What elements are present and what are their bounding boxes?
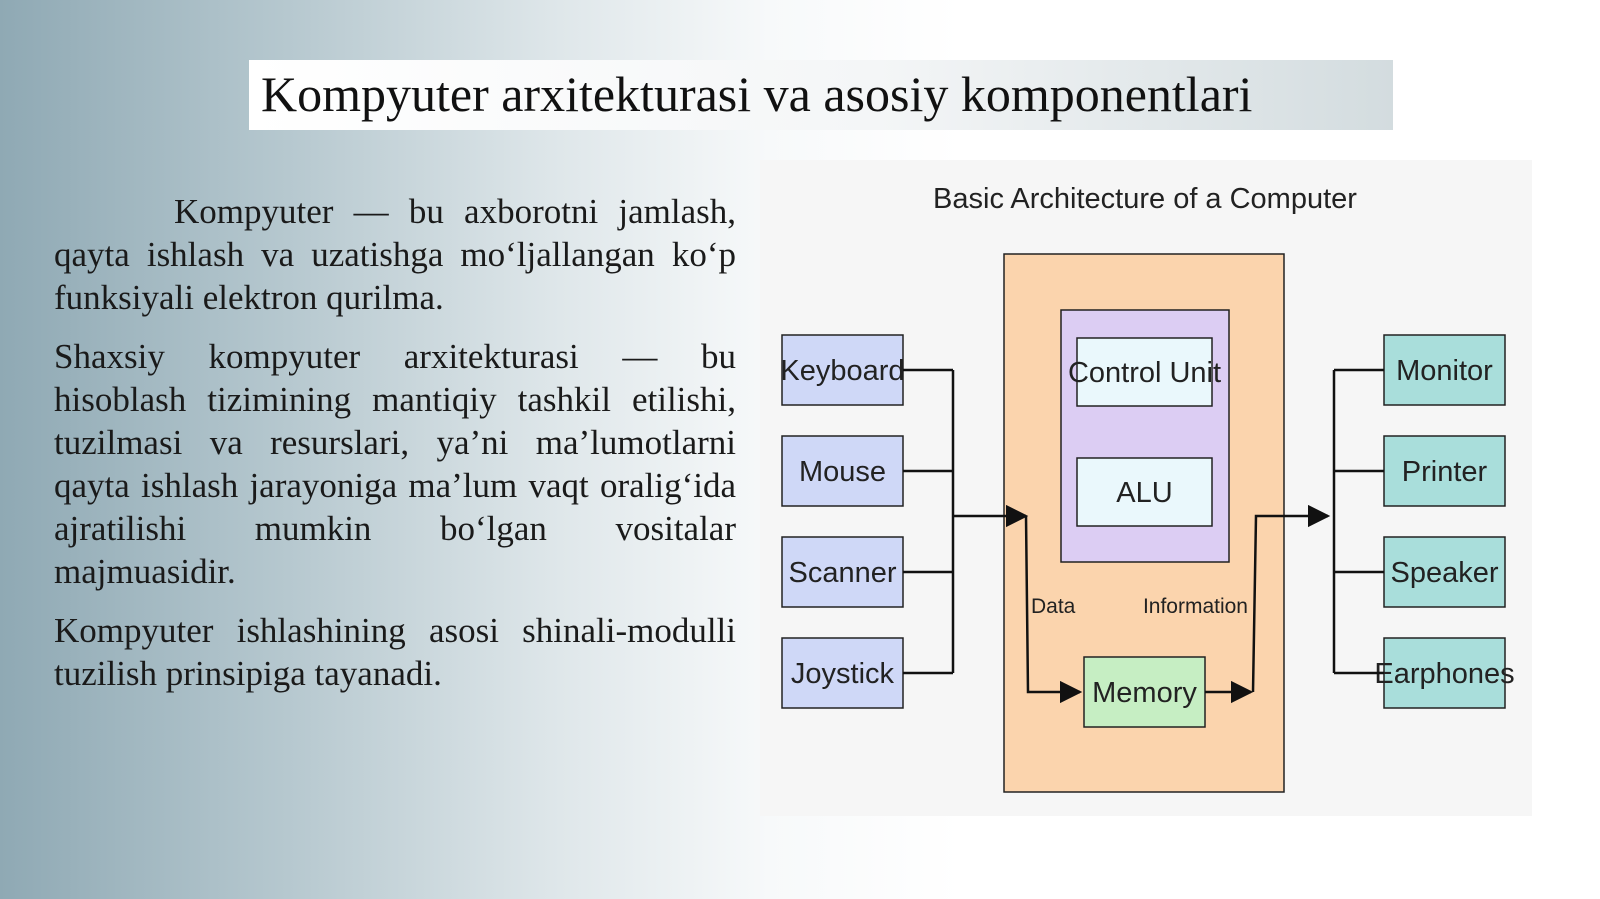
- diagram-title: Basic Architecture of a Computer: [933, 183, 1357, 215]
- input-label: Scanner: [788, 557, 896, 589]
- output-connectors: [1205, 368, 1384, 704]
- output-label: Earphones: [1374, 658, 1514, 690]
- architecture-diagram: Basic Architecture of a Computer Control…: [760, 160, 1532, 816]
- output-label: Speaker: [1390, 557, 1498, 589]
- input-label: Keyboard: [780, 355, 904, 387]
- output-label: Monitor: [1396, 355, 1493, 387]
- input-connectors: [903, 368, 1083, 704]
- paragraph-principle: Kompyuter ishlashining asosi shinali-mod…: [54, 611, 736, 693]
- slide-title: Kompyuter arxitekturasi va asosiy kompon…: [261, 66, 1253, 122]
- memory-label: Memory: [1092, 677, 1197, 709]
- edge-label-information: Information: [1143, 595, 1248, 618]
- paragraph-architecture: Shaxsiy kompyuter arxitekturasi — bu his…: [54, 337, 736, 591]
- output-earphones-node: Earphones: [1374, 637, 1515, 709]
- title-box: Kompyuter arxitekturasi va asosiy kompon…: [249, 60, 1393, 130]
- text-column: Kompyuter — bu axborotni jamlash, qayta …: [54, 190, 736, 711]
- memory-node: Memory: [1083, 656, 1206, 728]
- output-printer-node: Printer: [1383, 435, 1506, 507]
- diagram-canvas: Basic Architecture of a Computer Control…: [780, 183, 1515, 793]
- output-monitor-node: Monitor: [1383, 334, 1506, 406]
- control-unit-label: Control Unit: [1068, 357, 1221, 389]
- input-mouse-node: Mouse: [781, 435, 904, 507]
- alu-label: ALU: [1116, 477, 1172, 509]
- output-speaker-node: Speaker: [1383, 536, 1506, 608]
- input-keyboard-node: Keyboard: [780, 334, 905, 406]
- control-unit-node: Control Unit: [1068, 337, 1221, 407]
- output-label: Printer: [1402, 456, 1488, 488]
- input-scanner-node: Scanner: [781, 536, 904, 608]
- alu-node: ALU: [1076, 457, 1213, 527]
- edge-label-data: Data: [1031, 595, 1076, 618]
- input-label: Mouse: [799, 456, 886, 488]
- input-joystick-node: Joystick: [781, 637, 904, 709]
- input-label: Joystick: [791, 658, 895, 690]
- paragraph-definition: Kompyuter — bu axborotni jamlash, qayta …: [54, 192, 736, 317]
